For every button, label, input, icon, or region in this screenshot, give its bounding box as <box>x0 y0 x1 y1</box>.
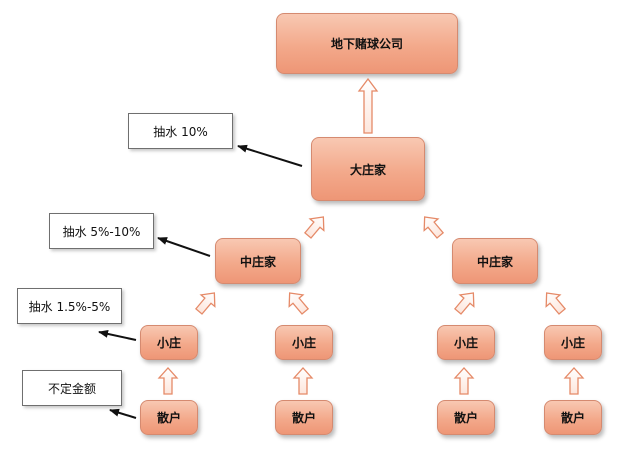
up-arrow-big-to-top <box>357 77 379 134</box>
up-arrow-mid-right-to-big <box>423 216 445 239</box>
note-small-banker-cut: 抽水 1.5%-5% <box>17 288 122 324</box>
up-arrow-bettor3-to-small <box>453 367 475 395</box>
up-arrow-bettor2-to-small <box>292 367 314 395</box>
note-big-banker-cut: 抽水 10% <box>128 113 233 149</box>
pointer-arrow-mid-banker <box>157 237 211 257</box>
pointer-arrow-big-banker <box>237 144 303 167</box>
node-small-banker-2: 小庄 <box>275 325 333 360</box>
node-small-banker-4: 小庄 <box>544 325 602 360</box>
note-mid-banker-cut: 抽水 5%-10% <box>49 213 154 249</box>
up-arrow-small3-to-mid <box>453 292 475 315</box>
node-mid-banker-right: 中庄家 <box>452 238 538 284</box>
node-underground-betting-company: 地下赌球公司 <box>276 13 458 74</box>
up-arrow-bettor1-to-small <box>157 367 179 395</box>
node-small-banker-3: 小庄 <box>437 325 495 360</box>
node-bettor-4: 散户 <box>544 400 602 435</box>
up-arrow-small4-to-mid <box>545 292 567 315</box>
node-bettor-1: 散户 <box>140 400 198 435</box>
pointer-arrow-bettor <box>109 408 137 419</box>
node-big-banker: 大庄家 <box>311 137 425 201</box>
up-arrow-mid-left-to-big <box>303 216 325 239</box>
note-bettor-amount: 不定金额 <box>22 370 122 406</box>
node-bettor-2: 散户 <box>275 400 333 435</box>
node-mid-banker-left: 中庄家 <box>215 238 301 284</box>
node-small-banker-1: 小庄 <box>140 325 198 360</box>
up-arrow-small2-to-mid <box>288 292 310 315</box>
up-arrow-small1-to-mid <box>194 292 216 315</box>
pointer-arrow-small-banker <box>98 329 137 341</box>
node-bettor-3: 散户 <box>437 400 495 435</box>
up-arrow-bettor4-to-small <box>563 367 585 395</box>
